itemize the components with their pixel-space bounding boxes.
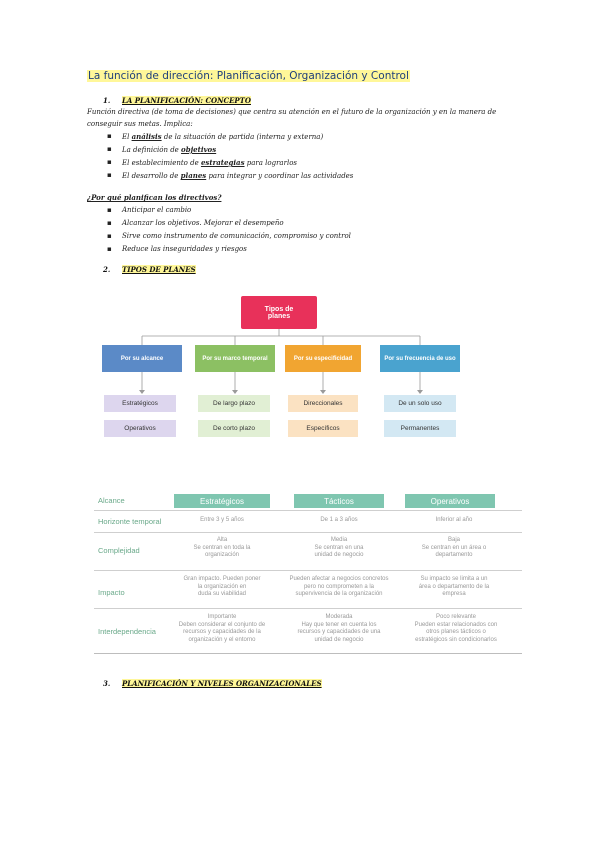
row-label-interdependence: Interdependencia [98,627,156,636]
table-header-strategic: Estratégicos [174,494,270,508]
branch-scope-box: Por su alcance [102,345,182,372]
leaf-short-term: De corto plazo [198,420,270,437]
leaf-single-use: De un solo uso [384,395,456,412]
section-1-heading: LA PLANIFICACIÓN: CONCEPTO [122,96,251,105]
row-label-impact: Impacto [98,588,125,597]
list-item: ▪ La definición de objetivos [107,145,217,154]
list-item: ▪Reduce las inseguridades y riesgos [107,245,247,253]
leaf-operative: Operativos [104,420,176,437]
row-label-complexity: Complejidad [98,546,140,555]
leaf-long-term: De largo plazo [198,395,270,412]
question-heading: ¿Por qué planifican los directivos? [87,193,222,202]
section-2-number: 2. [103,265,111,274]
table-cell: Inferior al año [435,517,473,523]
section-1-intro-line-1: Función directiva (de toma de decisiones… [87,108,497,116]
leaf-permanent: Permanentes [384,420,456,437]
row-label-horizon: Horizonte temporal [98,517,162,526]
list-item: ▪Sirve como instrumento de comunicación,… [107,232,351,240]
leaf-directional: Direccionales [288,395,358,412]
bullet-icon: ▪ [107,145,112,153]
branch-frequency-box: Por su frecuencia de uso [380,345,460,372]
bullet-icon: ▪ [107,158,112,166]
section-3-number: 3. [103,679,111,688]
bullet-icon: ▪ [107,132,112,140]
section-1-intro-line-2: conseguir sus metas. Implica: [87,120,193,128]
table-divider [94,608,522,609]
section-1-number: 1. [103,96,111,105]
list-item: ▪Alcanzar los objetivos. Mejorar el dese… [107,219,284,227]
bullet-icon: ▪ [107,219,112,227]
table-cell: Entre 3 y 5 años [200,517,244,523]
table-header-operative: Operativos [405,494,495,508]
plan-comparison-table: Alcance Estratégicos Tácticos Operativos… [94,490,522,660]
bullet-icon: ▪ [107,232,112,240]
page-title: La función de dirección: Planificación, … [87,70,410,82]
table-header-tactical: Tácticos [294,494,384,508]
list-item: ▪Anticipar el cambio [107,206,192,214]
diagram-connectors [139,329,423,394]
table-divider [94,532,522,533]
diagram-root-box: Tipos de planes [241,296,317,329]
table-divider [94,510,522,511]
leaf-strategic: Estratégicos [104,395,176,412]
bullet-icon: ▪ [107,171,112,179]
table-divider [94,570,522,571]
bullet-icon: ▪ [107,206,112,214]
list-item: ▪ El análisis de la situación de partida… [107,132,324,141]
leaf-specific: Específicos [288,420,358,437]
plan-types-diagram: Tipos de planes Por su alcance Por su ma… [102,296,474,446]
list-item: ▪ El establecimiento de estrategias para… [107,158,298,167]
list-item: ▪ El desarrollo de planes para integrar … [107,171,354,180]
branch-specificity-box: Por su especificidad [285,345,361,372]
table-divider [94,653,522,654]
table-corner-label: Alcance [98,496,125,505]
bullet-icon: ▪ [107,245,112,253]
section-3-heading: PLANIFICACIÓN Y NIVELES ORGANIZACIONALES [122,679,322,688]
section-2-heading: TIPOS DE PLANES [122,265,196,274]
table-cell: De 1 a 3 años [320,517,358,523]
branch-timeframe-box: Por su marco temporal [195,345,275,372]
